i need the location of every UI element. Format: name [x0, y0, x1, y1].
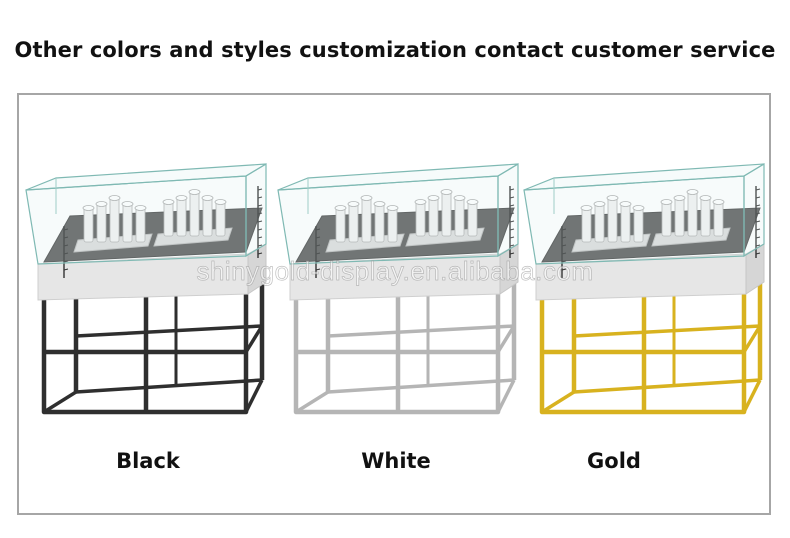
page-heading: Other colors and styles customization co…: [14, 38, 776, 62]
cabinet-black: [25, 162, 267, 415]
product-image-frame: [17, 93, 771, 515]
cabinet-white: [277, 162, 519, 415]
variant-label-black: Black: [116, 449, 180, 473]
variant-label-gold: Gold: [587, 449, 641, 473]
variant-label-white: White: [361, 449, 431, 473]
cabinet-gold: [523, 162, 765, 415]
